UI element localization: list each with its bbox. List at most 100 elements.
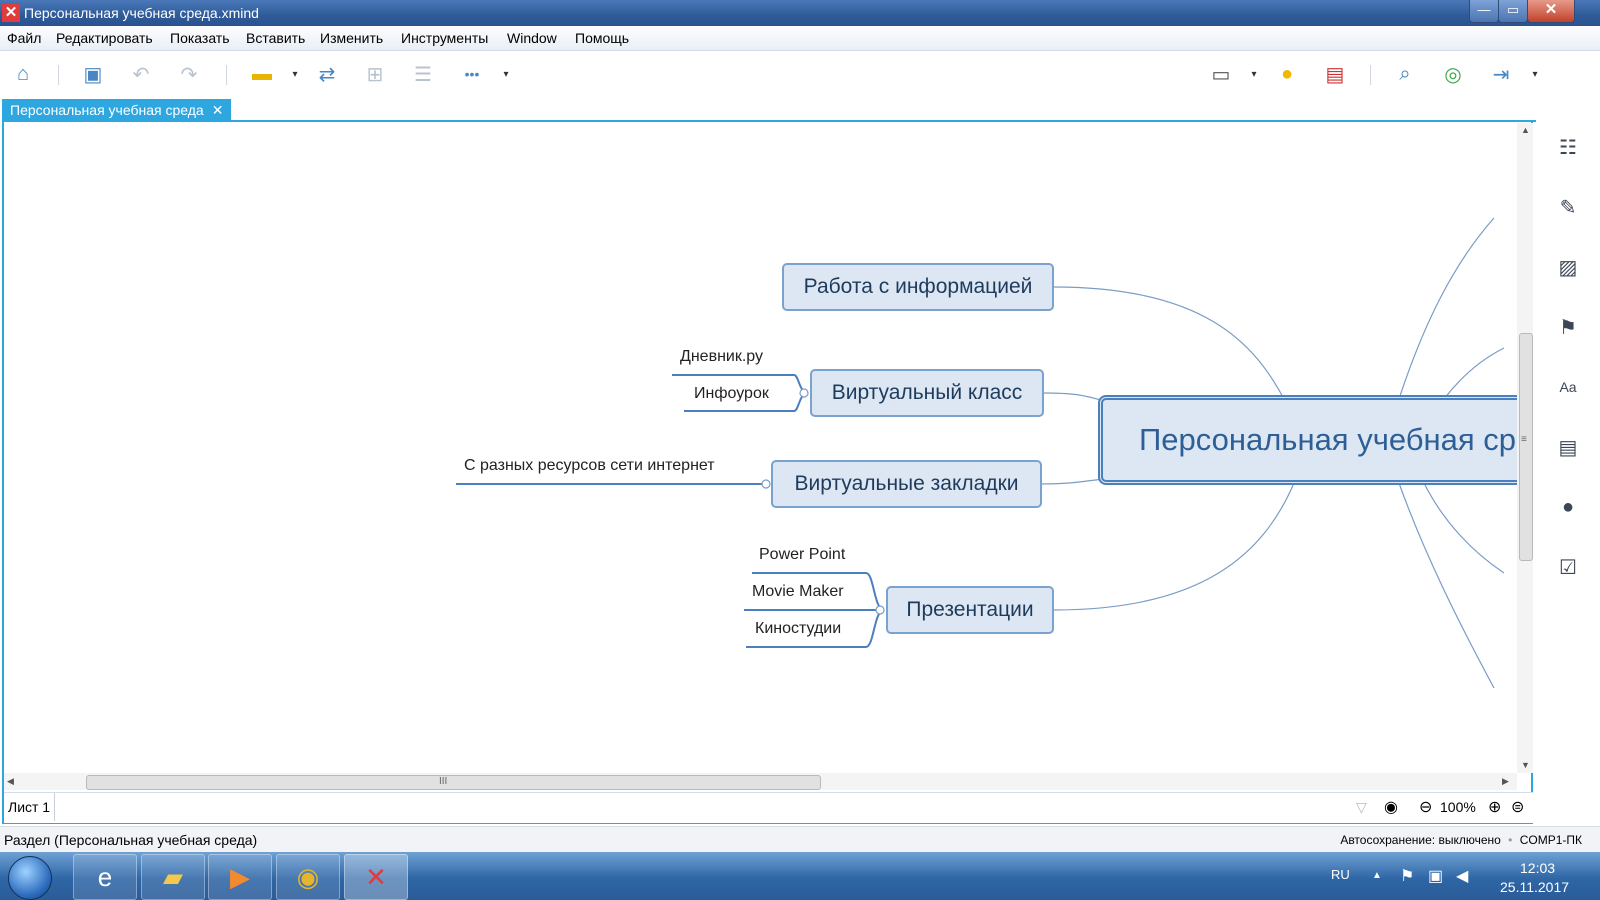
explorer-icon[interactable]: ▰ <box>141 854 205 900</box>
menu-modify[interactable]: Изменить <box>320 30 384 46</box>
status-right: Автосохранение: выключено • COMP1-ПК <box>1340 833 1582 847</box>
zoom-in-icon[interactable]: ⊕ <box>1488 799 1502 816</box>
volume-icon[interactable]: ◀ <box>1456 868 1469 885</box>
central-topic[interactable]: Персональная учебная среда <box>1098 395 1517 485</box>
scroll-up-arrow[interactable]: ▲ <box>1521 125 1530 135</box>
redo-icon[interactable]: ↷ <box>180 63 198 86</box>
fit-map-icon[interactable]: ⊜ <box>1511 799 1525 816</box>
summary-icon[interactable]: ☰ <box>414 63 432 86</box>
topic-presentations[interactable]: Презентации <box>886 586 1054 634</box>
subtopic-infourok[interactable]: Инфоурок <box>694 385 769 402</box>
menu-tools[interactable]: Инструменты <box>401 30 489 46</box>
search-icon[interactable]: ⌕ <box>1399 62 1411 85</box>
vertical-scrollbar[interactable]: ▲ ≡ ▼ <box>1517 123 1533 773</box>
connector-line <box>1398 482 1495 689</box>
eye-icon[interactable]: ◉ <box>1384 799 1398 816</box>
export-dropdown[interactable]: ▾ <box>1532 68 1538 80</box>
toolbar-separator <box>58 65 59 85</box>
tray-expand-icon[interactable]: ▲ <box>1372 870 1382 881</box>
status-selection: Раздел (Персональная учебная среда) <box>4 832 258 848</box>
mindmap-canvas[interactable]: Персональная учебная среда Работа с инфо… <box>4 123 1517 773</box>
subtopic-dnevnik[interactable]: Дневник.ру <box>680 348 764 365</box>
autosave-status: Автосохранение: выключено <box>1340 833 1501 847</box>
horizontal-scroll-grip: III <box>439 776 448 787</box>
taskbar: e ▰ ▶ ◉ ✕ RU ▲ ⚑ ▣ ◀ 12:03 25.11.2017 <box>0 852 1600 900</box>
comments-icon[interactable]: ● <box>1561 495 1575 518</box>
horizontal-scroll-thumb[interactable]: III <box>86 775 821 790</box>
home-icon[interactable]: ⌂ <box>16 62 30 85</box>
brainstorm-bulb-icon[interactable]: ● <box>1280 62 1294 85</box>
clock-date[interactable]: 25.11.2017 <box>1500 879 1570 895</box>
outline-icon[interactable]: ☷ <box>1559 136 1577 159</box>
scroll-down-arrow[interactable]: ▼ <box>1521 760 1530 770</box>
scroll-left-arrow[interactable]: ◀ <box>7 776 14 786</box>
boundary-icon[interactable]: ⊞ <box>366 63 384 86</box>
topic-dropdown[interactable]: ▾ <box>292 68 298 80</box>
topic-virtual-class[interactable]: Виртуальный класс <box>810 369 1044 417</box>
minimize-button[interactable]: — <box>1469 0 1499 23</box>
menu-help[interactable]: Помощь <box>575 30 630 46</box>
clock-time[interactable]: 12:03 <box>1520 860 1556 876</box>
computer-name: COMP1-ПК <box>1519 833 1582 847</box>
chrome-icon[interactable]: ◉ <box>276 854 340 900</box>
action-center-icon[interactable]: ⚑ <box>1400 868 1415 885</box>
tab-close-icon[interactable]: ✕ <box>211 102 224 118</box>
tab-label: Персональная учебная среда <box>10 102 204 118</box>
scroll-right-arrow[interactable]: ▶ <box>1502 776 1509 786</box>
connector-line <box>1443 347 1505 400</box>
tab-underline <box>2 120 1536 122</box>
notes-icon[interactable]: ▤ <box>1558 436 1578 459</box>
image-icon[interactable]: ▨ <box>1558 256 1578 279</box>
presentation-dropdown[interactable]: ▾ <box>1251 68 1257 80</box>
format-brush-icon[interactable]: ✎ <box>1559 196 1577 219</box>
connector-line <box>1041 392 1105 402</box>
media-player-icon[interactable]: ▶ <box>208 854 272 900</box>
marker-flag-icon[interactable]: ⚑ <box>1559 316 1577 339</box>
zoom-level: 100% <box>1440 799 1476 815</box>
styles-icon[interactable]: Aa <box>1559 379 1577 395</box>
subtopic-internet-resources[interactable]: С разных ресурсов сети интернет <box>464 457 715 474</box>
tab-map[interactable]: Персональная учебная среда ✕ <box>2 99 232 121</box>
maximize-button[interactable]: ▭ <box>1498 0 1528 23</box>
more-dropdown[interactable]: ▾ <box>503 68 509 80</box>
close-window-button[interactable]: ✕ <box>1527 0 1575 23</box>
topic-virtual-bookmarks[interactable]: Виртуальные закладки <box>771 460 1042 508</box>
subtopic-kinostudii[interactable]: Киностудии <box>755 620 842 637</box>
subtopic-movie-maker[interactable]: Movie Maker <box>752 583 844 600</box>
language-indicator[interactable]: RU <box>1331 867 1350 882</box>
menu-file[interactable]: Файл <box>7 30 42 46</box>
network-icon[interactable]: ▣ <box>1428 868 1444 885</box>
collapse-handle <box>761 479 771 489</box>
topic-icon[interactable]: ▬ <box>252 62 272 85</box>
right-panel: ☷ ✎ ▨ ⚑ Aa ▤ ● ☑ <box>1537 122 1600 825</box>
vertical-scroll-grip: ≡ <box>1521 434 1527 445</box>
window-title: Персональная учебная среда.xmind <box>24 5 259 21</box>
vertical-scroll-thumb[interactable]: ≡ <box>1519 333 1533 561</box>
menu-view[interactable]: Показать <box>170 30 230 46</box>
status-bar: Раздел (Персональная учебная среда) Авто… <box>0 826 1600 853</box>
topic-work-with-info[interactable]: Работа с информацией <box>782 263 1054 311</box>
share-icon[interactable]: ◎ <box>1444 63 1462 86</box>
sheet-tab[interactable]: Лист 1 <box>4 793 56 821</box>
menu-edit[interactable]: Редактировать <box>56 30 153 46</box>
toolbar: ⌂ ▣ ↶ ↷ ▬ ▾ ⇄ ⊞ ☰ ••• ▾ ▭ ▾ ● ▤ ⌕ ◎ ⇥ ▾ <box>0 51 1600 97</box>
menu-window[interactable]: Window <box>507 30 557 46</box>
save-icon[interactable]: ▣ <box>83 63 103 86</box>
start-button[interactable] <box>8 856 52 900</box>
export-icon[interactable]: ⇥ <box>1492 63 1510 86</box>
ie-icon[interactable]: e <box>73 854 137 900</box>
zoom-out-icon[interactable]: ⊖ <box>1419 799 1433 816</box>
subtopic-power-point[interactable]: Power Point <box>759 546 846 563</box>
horizontal-scrollbar[interactable]: ◀ III ▶ <box>4 773 1517 790</box>
connector-line <box>1039 478 1105 485</box>
task-icon[interactable]: ☑ <box>1559 556 1577 579</box>
more-icon[interactable]: ••• <box>464 66 480 82</box>
undo-icon[interactable]: ↶ <box>132 63 150 86</box>
xmind-taskbar-icon[interactable]: ✕ <box>344 854 408 900</box>
relationship-icon[interactable]: ⇄ <box>318 63 336 86</box>
gantt-icon[interactable]: ▤ <box>1325 63 1345 86</box>
presentation-icon[interactable]: ▭ <box>1211 63 1231 86</box>
connector-line <box>1053 286 1285 400</box>
menu-insert[interactable]: Вставить <box>246 30 306 46</box>
filter-icon[interactable]: ▽ <box>1356 799 1367 815</box>
